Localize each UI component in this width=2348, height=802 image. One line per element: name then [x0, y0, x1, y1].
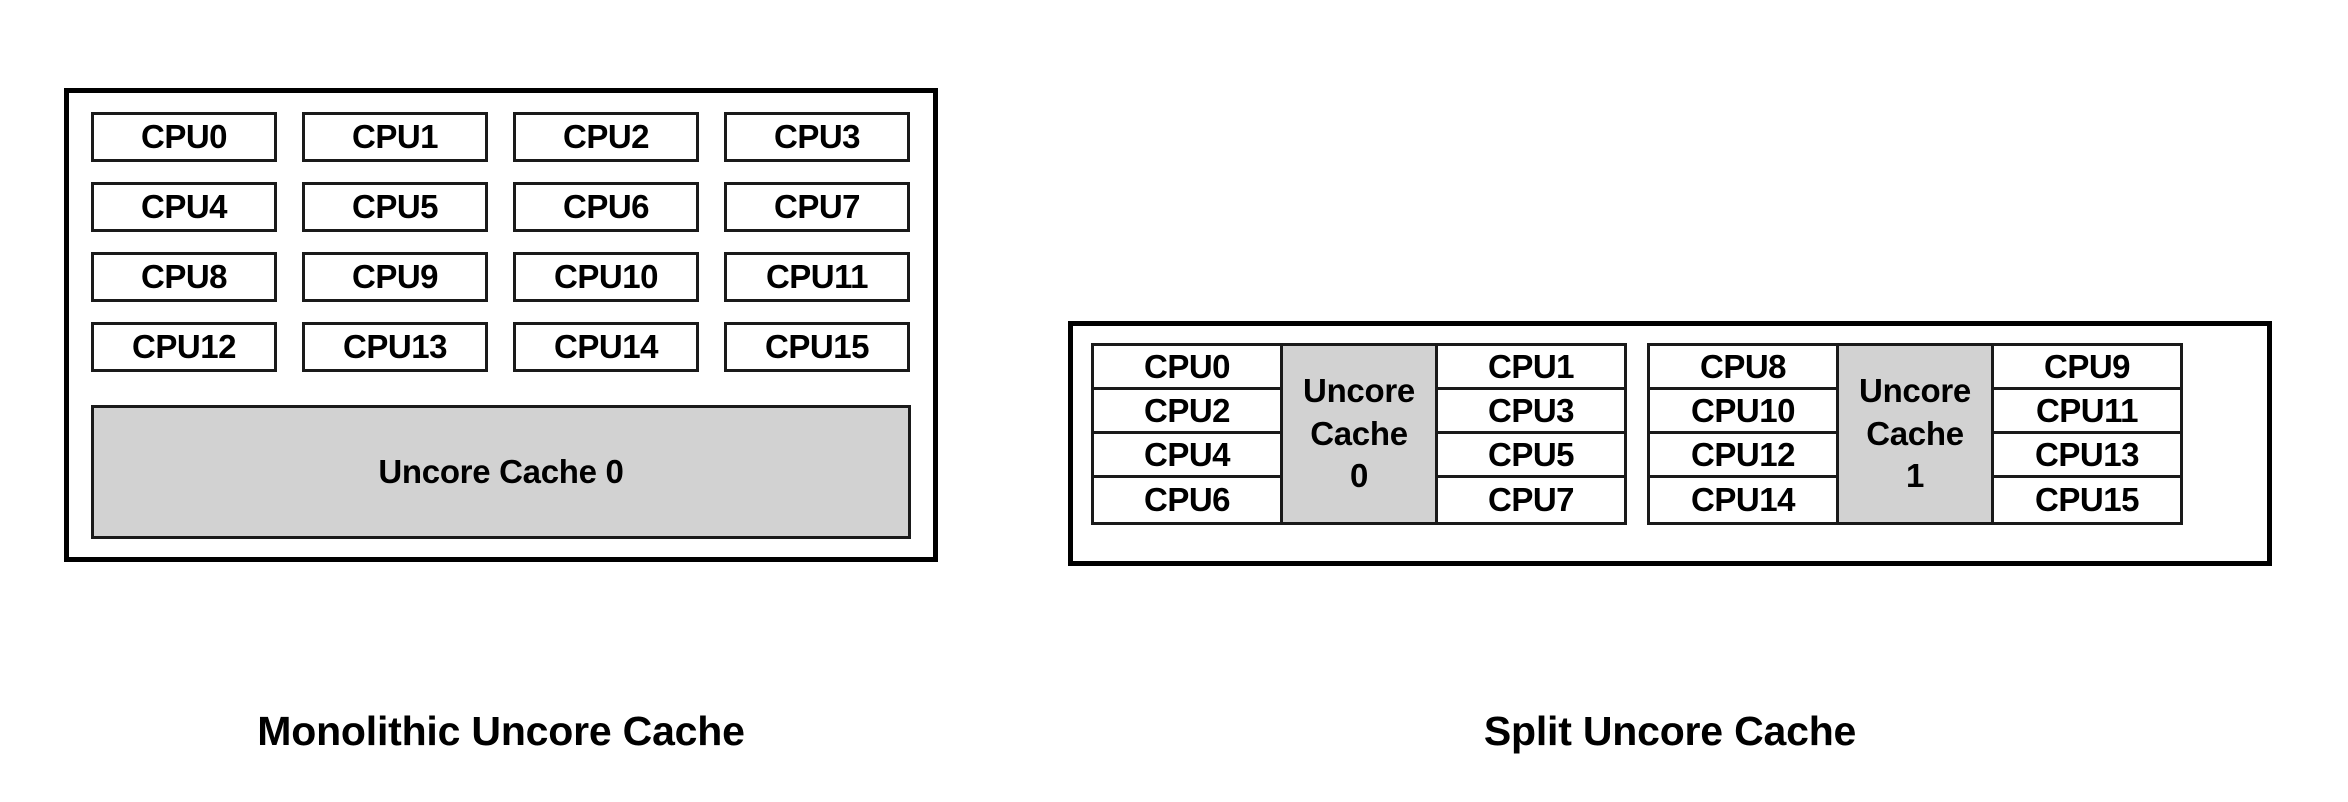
cpu-box: CPU6	[513, 182, 699, 232]
cpu-box: CPU2	[513, 112, 699, 162]
cpu-box: CPU14	[513, 322, 699, 372]
cpu-box: CPU15	[724, 322, 910, 372]
cluster-left-column: CPU8 CPU10 CPU12 CPU14	[1650, 346, 1836, 522]
cpu-box: CPU14	[1650, 478, 1836, 522]
cpu-box: CPU2	[1094, 390, 1280, 434]
split-caption: Split Uncore Cache	[1483, 708, 1857, 754]
cpu-box: CPU13	[1994, 434, 2180, 478]
cpu-box: CPU15	[1994, 478, 2180, 522]
cpu-box: CPU1	[1438, 346, 1624, 390]
split-cluster: CPU0 CPU2 CPU4 CPU6 Uncore Cache 0 CPU1 …	[1091, 343, 1627, 525]
monolithic-uncore-panel: CPU0 CPU1 CPU2 CPU3 CPU4 CPU5 CPU6 CPU7 …	[64, 88, 938, 562]
cpu-box: CPU11	[1994, 390, 2180, 434]
monolithic-caption: Monolithic Uncore Cache	[257, 708, 745, 754]
cpu-box: CPU3	[724, 112, 910, 162]
split-cache-box: Uncore Cache 0	[1280, 346, 1438, 522]
cluster-left-column: CPU0 CPU2 CPU4 CPU6	[1094, 346, 1280, 522]
cpu-box: CPU10	[1650, 390, 1836, 434]
cpu-box: CPU11	[724, 252, 910, 302]
cpu-box: CPU4	[1094, 434, 1280, 478]
cache-label-line3: 1	[1905, 457, 1925, 495]
cpu-box: CPU1	[302, 112, 488, 162]
cpu-box: CPU4	[91, 182, 277, 232]
cpu-box: CPU5	[1438, 434, 1624, 478]
cpu-box: CPU6	[1094, 478, 1280, 522]
monolithic-cache-box: Uncore Cache 0	[91, 405, 911, 539]
cpu-box: CPU5	[302, 182, 488, 232]
cpu-box: CPU0	[91, 112, 277, 162]
cpu-box: CPU7	[1438, 478, 1624, 522]
cpu-box: CPU0	[1094, 346, 1280, 390]
cpu-box: CPU8	[91, 252, 277, 302]
split-cluster: CPU8 CPU10 CPU12 CPU14 Uncore Cache 1 CP…	[1647, 343, 2183, 525]
monolithic-cpu-grid: CPU0 CPU1 CPU2 CPU3 CPU4 CPU5 CPU6 CPU7 …	[91, 112, 911, 372]
cache-label-line2: Cache	[1310, 414, 1408, 452]
split-cluster-row: CPU0 CPU2 CPU4 CPU6 Uncore Cache 0 CPU1 …	[1091, 343, 2183, 525]
split-uncore-panel: CPU0 CPU2 CPU4 CPU6 Uncore Cache 0 CPU1 …	[1068, 321, 2272, 566]
cluster-right-column: CPU1 CPU3 CPU5 CPU7	[1438, 346, 1624, 522]
cpu-box: CPU8	[1650, 346, 1836, 390]
cpu-box: CPU10	[513, 252, 699, 302]
cluster-right-column: CPU9 CPU11 CPU13 CPU15	[1994, 346, 2180, 522]
cpu-box: CPU12	[1650, 434, 1836, 478]
cpu-box: CPU13	[302, 322, 488, 372]
cache-label-line2: Cache	[1866, 414, 1964, 452]
cache-label-line1: Uncore	[1303, 371, 1415, 409]
cpu-box: CPU12	[91, 322, 277, 372]
cpu-box: CPU7	[724, 182, 910, 232]
cpu-box: CPU3	[1438, 390, 1624, 434]
cache-label-line3: 0	[1349, 457, 1369, 495]
cache-label-line1: Uncore	[1859, 371, 1971, 409]
cpu-box: CPU9	[302, 252, 488, 302]
cpu-box: CPU9	[1994, 346, 2180, 390]
split-cache-box: Uncore Cache 1	[1836, 346, 1994, 522]
